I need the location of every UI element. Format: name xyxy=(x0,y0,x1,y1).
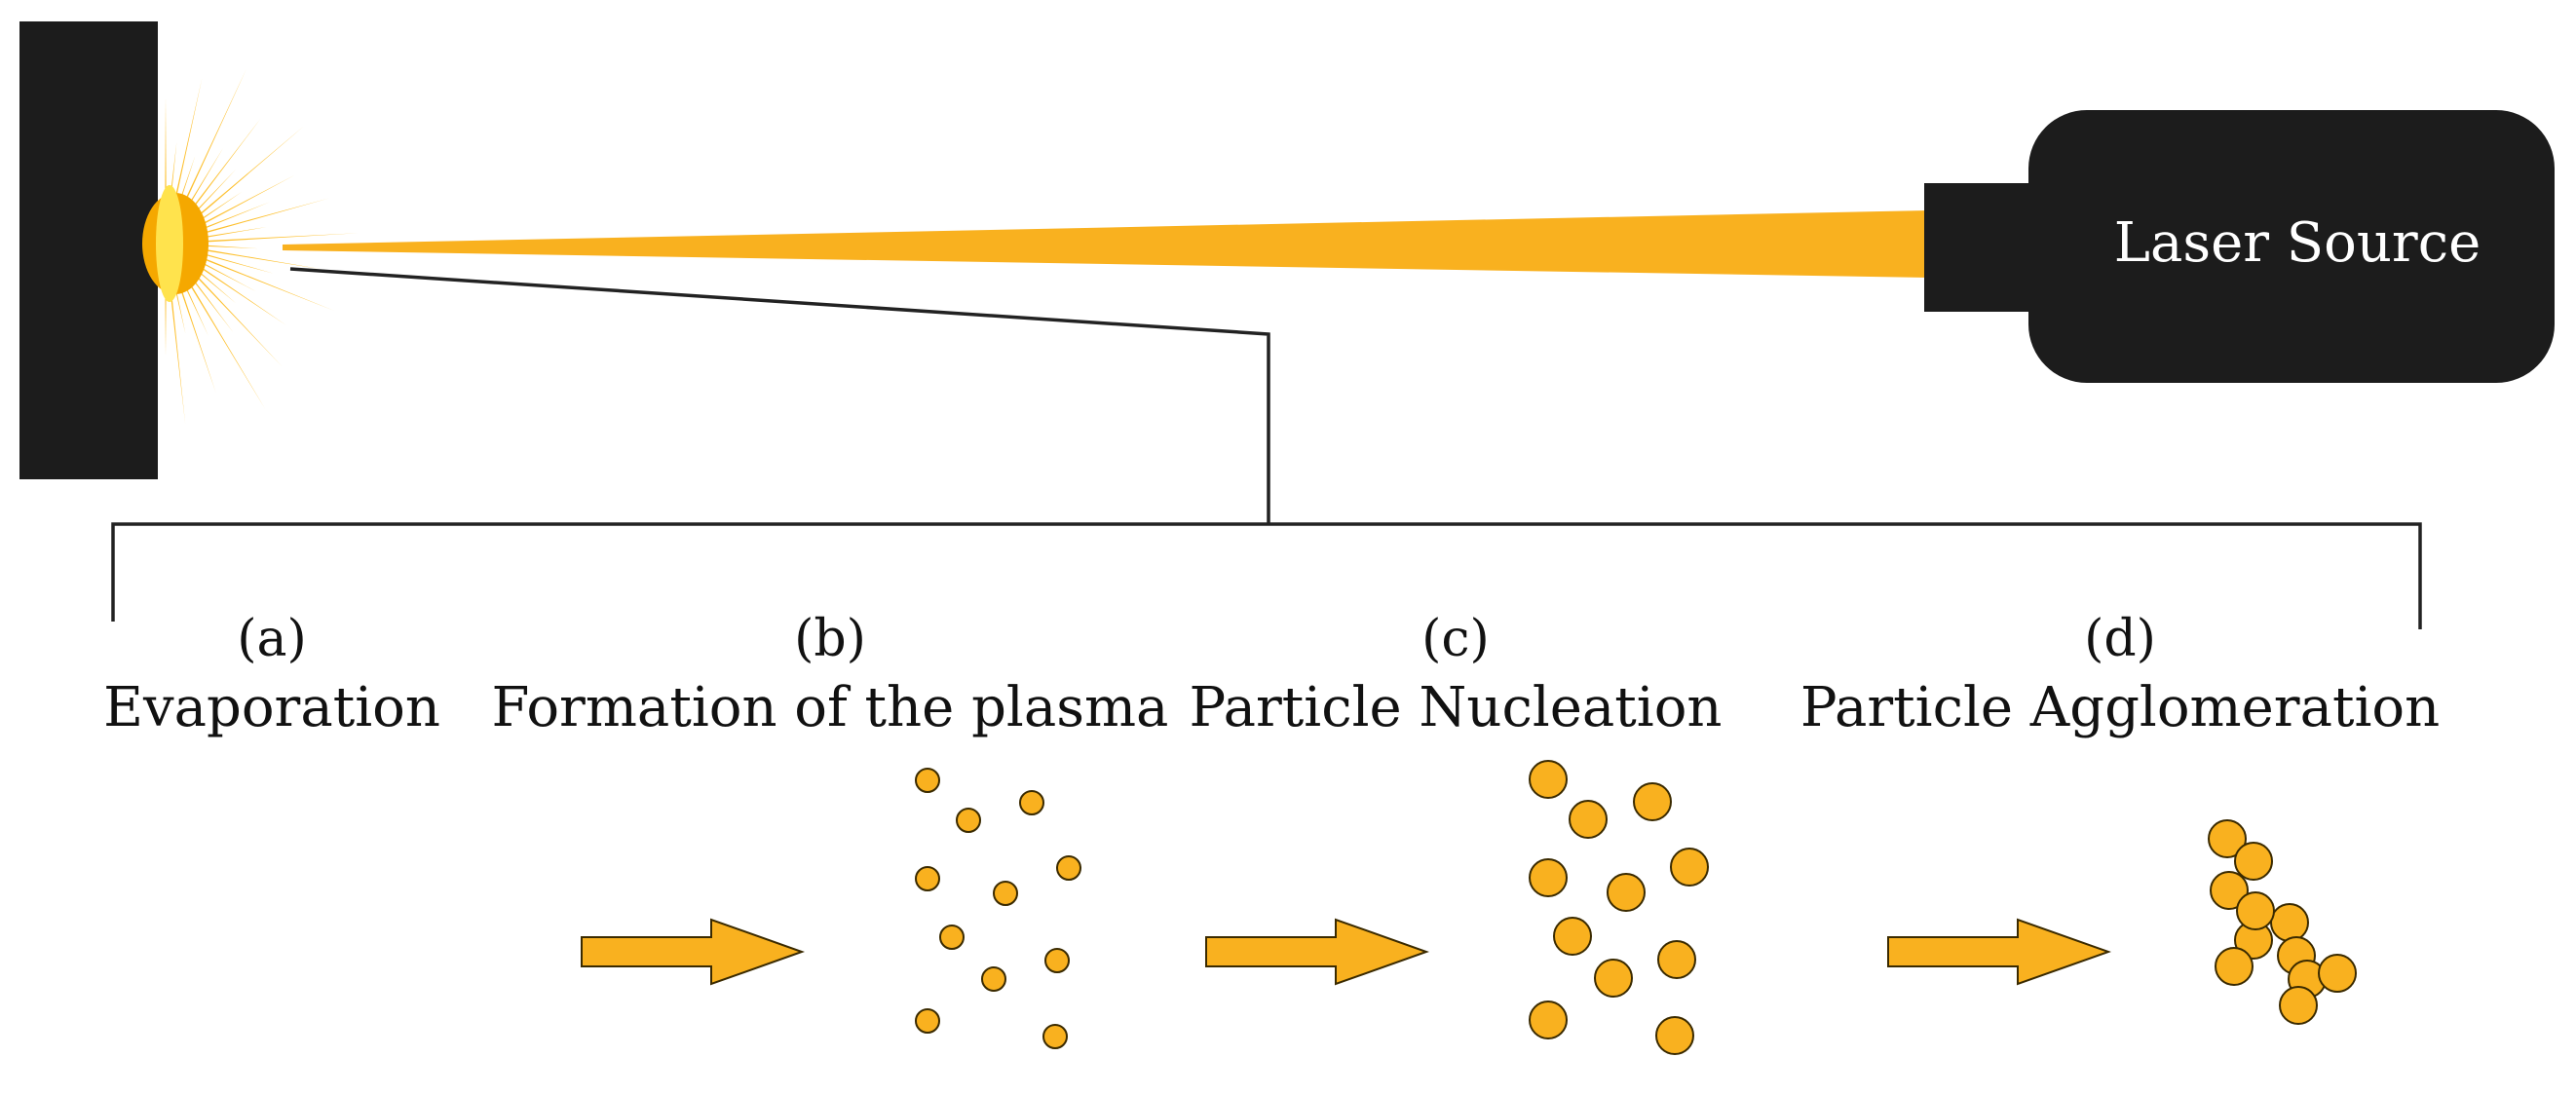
particle xyxy=(915,768,940,793)
particle xyxy=(2318,954,2357,993)
stage-a-name: Evaporation xyxy=(103,676,440,739)
burst-ray xyxy=(181,248,334,311)
laser-source-label: Laser Source xyxy=(2114,211,2481,275)
process-arrow-icon xyxy=(581,918,805,986)
particle xyxy=(1594,959,1633,998)
particle xyxy=(915,866,940,891)
plasma-particles xyxy=(915,768,1081,1049)
burst-ray xyxy=(168,78,203,227)
particle xyxy=(1633,782,1672,821)
stage-bracket xyxy=(111,522,2422,629)
particle xyxy=(1607,873,1646,912)
burst-ray xyxy=(182,198,329,241)
particle xyxy=(1529,1001,1568,1039)
burst-ray xyxy=(176,255,283,367)
particle xyxy=(1056,855,1081,881)
particle xyxy=(2236,891,2275,930)
particle xyxy=(2234,842,2273,881)
stage-c-name: Particle Nucleation xyxy=(1189,676,1722,739)
agglomerated-particles xyxy=(2208,819,2357,1025)
laser-beam xyxy=(283,210,1929,278)
stage-d-letter: (d) xyxy=(2084,610,2156,668)
particle xyxy=(2210,871,2249,910)
laser-nozzle xyxy=(1924,183,2031,312)
stage-c-letter: (c) xyxy=(1421,610,1490,668)
stage-d-name: Particle Agglomeration xyxy=(1800,676,2440,739)
particle xyxy=(1529,858,1568,897)
particle xyxy=(2208,819,2247,858)
burst-ray xyxy=(182,245,322,270)
burst-ray xyxy=(182,233,359,244)
particle xyxy=(993,881,1018,906)
particle xyxy=(2270,903,2309,942)
particle xyxy=(1569,800,1608,839)
burst-ray xyxy=(173,257,266,409)
burst-ray xyxy=(178,126,304,234)
burst-glow xyxy=(156,185,183,302)
stage-b-letter: (b) xyxy=(794,610,866,668)
particle xyxy=(939,925,965,950)
process-arrow-icon xyxy=(1887,918,2111,986)
particle xyxy=(2215,947,2254,986)
particle xyxy=(1553,917,1592,956)
particle xyxy=(1529,760,1568,799)
process-arrow-icon xyxy=(1205,918,1429,986)
particle xyxy=(1670,848,1709,887)
laser-source xyxy=(2028,110,2555,383)
connector-line xyxy=(289,267,1270,524)
stage-a-letter: (a) xyxy=(237,610,307,668)
particle xyxy=(956,808,981,833)
ablation-burst-icon xyxy=(142,68,359,424)
particle xyxy=(1019,790,1044,815)
burst-ray xyxy=(180,174,295,237)
particle xyxy=(2279,986,2318,1025)
burst-ray xyxy=(175,118,262,231)
particle xyxy=(1042,1024,1068,1049)
burst-ray xyxy=(167,260,186,424)
ablation-target xyxy=(19,21,158,479)
particle xyxy=(915,1008,940,1034)
particle xyxy=(1044,948,1070,973)
particle xyxy=(1657,940,1696,979)
particle xyxy=(1655,1016,1694,1055)
nucleation-particles xyxy=(1529,760,1709,1055)
burst-ray xyxy=(179,252,287,326)
stage-b-name: Formation of the plasma xyxy=(492,676,1169,739)
particle xyxy=(981,966,1006,992)
burst-ray xyxy=(171,68,247,229)
